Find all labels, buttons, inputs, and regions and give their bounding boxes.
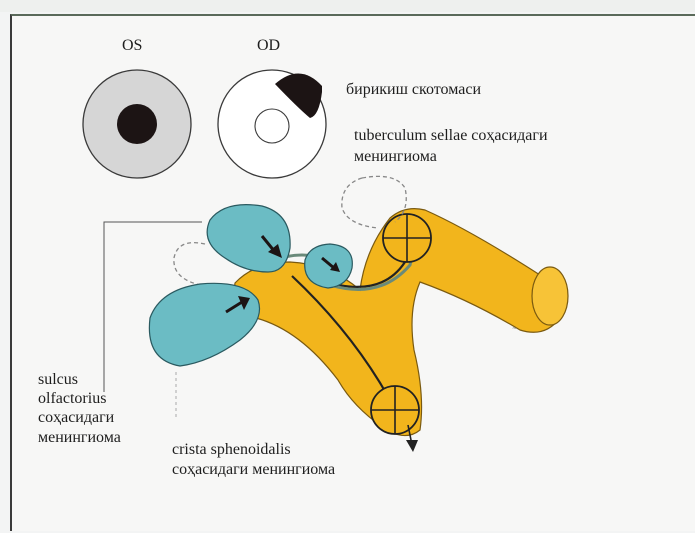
svg-text:~: ~ — [512, 325, 517, 332]
sulcus-label-line4: менингиома — [38, 428, 121, 447]
sulcus-label-line1: sulcus — [38, 370, 78, 389]
tuberculum-label-line2: менингиома — [354, 147, 437, 166]
crista-label-line2: соҳасидаги менингиома — [172, 460, 335, 479]
optic-tract-end — [532, 267, 568, 325]
central-scotoma — [117, 104, 157, 144]
central-spot — [255, 109, 289, 143]
dashed-outline-left — [174, 243, 205, 286]
junctional-scotoma-label: бирикиш скотомаси — [346, 80, 481, 99]
os-label: OS — [122, 36, 142, 55]
crossed-circle-top — [383, 214, 431, 262]
sulcus-label-line3: соҳасидаги — [38, 408, 114, 427]
down-arrow — [406, 440, 418, 452]
tumor-sulcus-olfactorius-upper — [207, 205, 290, 272]
visual-field-od — [218, 70, 326, 178]
crossed-circle-bottom — [371, 386, 419, 434]
visual-field-os — [83, 70, 191, 178]
tumor-tuberculum-sellae — [305, 244, 353, 288]
crista-label-line1: crista sphenoidalis — [172, 440, 291, 459]
tuberculum-label-line1: tuberculum sellae соҳасидаги — [354, 126, 548, 145]
tumor-sulcus-olfactorius-lower — [149, 283, 259, 366]
od-label: OD — [257, 36, 280, 55]
sulcus-label-line2: olfactorius — [38, 389, 106, 408]
